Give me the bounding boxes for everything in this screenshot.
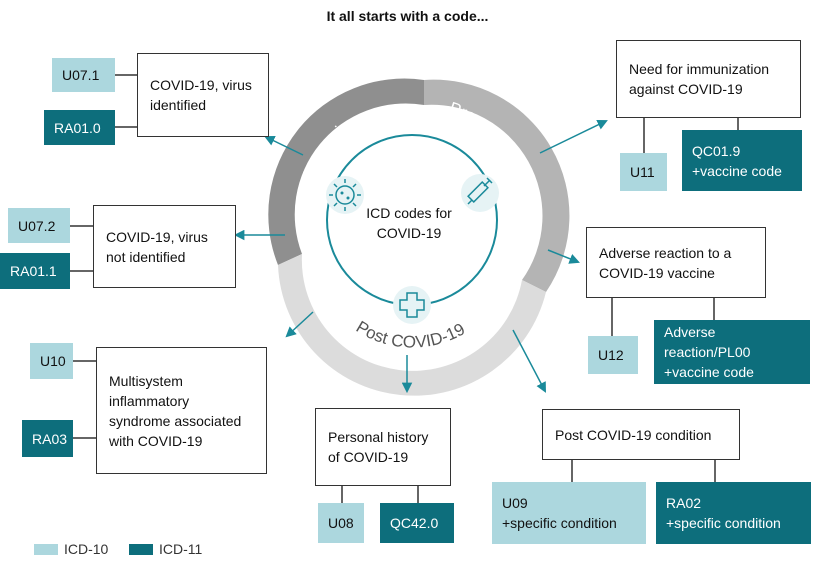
arrow-to-post-condition xyxy=(512,329,546,393)
node-label: Need for immunization against COVID-19 xyxy=(629,61,770,97)
arrow-to-immunization xyxy=(539,119,608,154)
node-label: Personal history of COVID-19 xyxy=(328,429,429,465)
node-immunization: Need for immunization against COVID-19 xyxy=(616,40,801,118)
node-virus-identified: COVID-19, virus identified xyxy=(137,53,269,137)
arrow-to-mis xyxy=(285,311,314,338)
code-u07-2: U07.2 xyxy=(8,208,70,243)
code-line: +vaccine code xyxy=(692,162,782,179)
medical-cross-icon xyxy=(393,286,431,324)
code-ra01-0: RA01.0 xyxy=(44,110,115,145)
ring-segment-prevention xyxy=(424,79,570,293)
connectors xyxy=(70,74,739,503)
arrow-to-adverse-reaction xyxy=(547,249,580,264)
node-label: Post COVID-19 condition xyxy=(555,426,712,443)
node-virus-not-identified: COVID-19, virus not identified xyxy=(93,205,236,288)
legend-swatch-icd11 xyxy=(129,543,153,555)
virus-icon xyxy=(326,176,364,214)
legend-swatch-icd10 xyxy=(34,543,58,555)
code-line: Adverse reaction/PL00 xyxy=(664,324,751,360)
code-line: +specific condition xyxy=(666,515,781,531)
code-ra03: RA03 xyxy=(22,420,73,457)
node-adverse-reaction: Adverse reaction to a COVID-19 vaccine xyxy=(586,227,766,298)
ring-segment-diagnosis xyxy=(268,78,424,265)
ring-segment-post xyxy=(278,254,546,396)
node-mis: Multisystem inflammatory syndrome associ… xyxy=(96,347,267,474)
syringe-icon xyxy=(461,174,499,212)
legend-label: ICD-10 xyxy=(64,541,109,557)
code-u09: U09 +specific condition xyxy=(492,482,646,544)
node-label: COVID-19, virus not identified xyxy=(106,228,208,265)
code-u10: U10 xyxy=(30,343,73,379)
legend-icd11: ICD-11 xyxy=(129,541,202,557)
code-line: +specific condition xyxy=(502,515,617,531)
code-u12: U12 xyxy=(588,336,638,374)
code-qc42-0: QC42.0 xyxy=(380,503,454,543)
legend-icd10: ICD-10 xyxy=(34,541,108,557)
code-line: U09 xyxy=(502,495,528,511)
code-ra02: RA02 +specific condition xyxy=(656,482,811,544)
code-qc01-9: QC01.9 +vaccine code xyxy=(682,130,802,191)
code-u07-1: U07.1 xyxy=(52,58,115,92)
code-u11: U11 xyxy=(620,153,667,191)
code-u08: U08 xyxy=(318,503,364,543)
node-post-condition: Post COVID-19 condition xyxy=(542,409,740,460)
code-line: +vaccine code xyxy=(664,364,754,380)
code-line: QC01.9 xyxy=(692,142,741,159)
node-label: COVID-19, virus identified xyxy=(150,77,252,113)
center-label: ICD codes for COVID-19 xyxy=(366,205,452,241)
code-ra01-1: RA01.1 xyxy=(0,253,70,289)
node-label: Adverse reaction to a COVID-19 vaccine xyxy=(599,244,732,281)
code-pl00: Adverse reaction/PL00 +vaccine code xyxy=(654,320,810,384)
code-line: RA02 xyxy=(666,495,702,511)
node-personal-history: Personal history of COVID-19 xyxy=(315,408,451,486)
node-label: Multisystem inflammatory syndrome associ… xyxy=(109,372,242,449)
arrow-to-virus-identified xyxy=(264,135,304,156)
legend-label: ICD-11 xyxy=(159,541,203,557)
diagram-title: It all starts with a code... xyxy=(326,8,489,24)
